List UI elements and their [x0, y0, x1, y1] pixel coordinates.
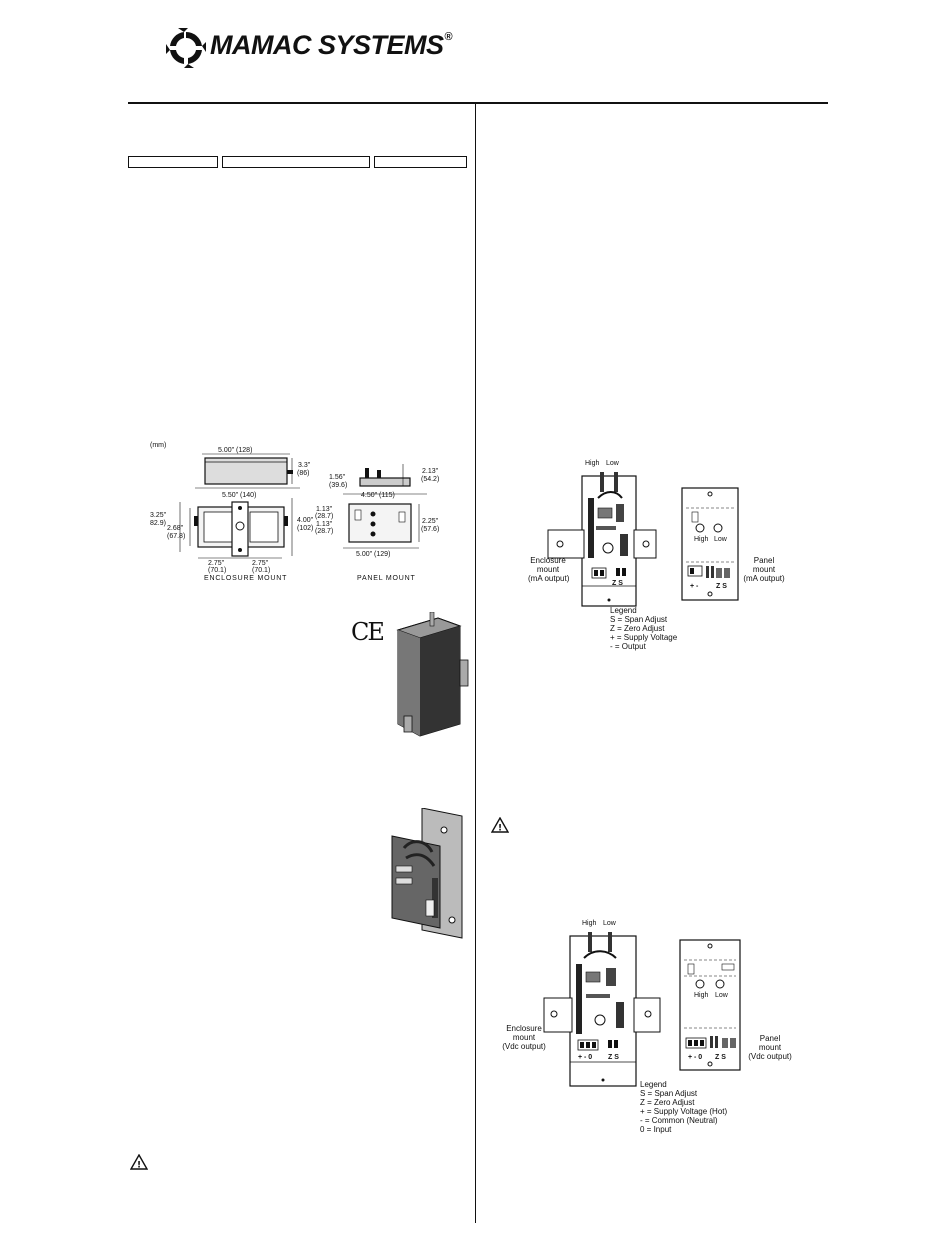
ma-panel-label-2: mount	[752, 565, 776, 574]
ma-legend-title: Legend	[610, 606, 637, 615]
panel-height-right: 2.25"	[422, 518, 439, 525]
tab-box-3	[374, 156, 467, 168]
enclosure-caption: ENCLOSURE MOUNT	[204, 575, 288, 582]
enclosure-top-width: 5.00" (128)	[218, 447, 253, 454]
ma-legend: Legend S = Span Adjust Z = Zero Adjust +…	[610, 606, 677, 651]
enclosure-half-right: 2.75"	[252, 560, 269, 567]
panel-caption: PANEL MOUNT	[357, 575, 416, 582]
warning-symbol: !	[137, 1161, 141, 1171]
vdc-wiring-diagram: High Low + - 0 Z S Enclosure mount (Vdc …	[502, 916, 802, 1146]
enclosure-half-right-mm: (70.1)	[252, 567, 271, 574]
panel-width-top: 4.50" (115)	[361, 492, 395, 499]
brand-name: MAMAC SYSTEMS	[210, 30, 444, 60]
ma-legend-item: - = Output	[610, 642, 646, 651]
vdc-legend: Legend S = Span Adjust Z = Zero Adjust +…	[640, 1080, 727, 1134]
vdc-enc-terminals-pm: + - 0	[578, 1054, 593, 1061]
enclosure-unit-photo	[396, 612, 469, 737]
panel-height-top-mm: (54.2)	[421, 476, 440, 483]
panel-span2: 1.13"	[316, 521, 333, 528]
logo: MAMAC SYSTEMS®	[166, 26, 453, 70]
tab-box-1	[128, 156, 218, 168]
panel-mount-drawing	[343, 464, 427, 549]
warning-triangle-icon: !	[491, 817, 509, 833]
vdc-panel-high-label: High	[694, 992, 709, 999]
ma-panel-high-label: High	[694, 536, 709, 543]
vdc-high-label: High	[582, 920, 597, 927]
enclosure-right-height-mm: (102)	[297, 525, 314, 532]
ma-enclosure-label-1: Enclosure	[530, 556, 566, 565]
ma-legend-item: Z = Zero Adjust	[610, 624, 665, 633]
warning-triangle-icon: !	[130, 1154, 148, 1170]
vdc-panel-terminals-pm: + - 0	[688, 1054, 703, 1061]
vdc-panel-terminals-zs: Z S	[715, 1054, 726, 1061]
vdc-low-label: Low	[603, 920, 616, 927]
enclosure-half-left: 2.75"	[208, 560, 225, 567]
ma-enclosure-label: Enclosure mount (mA output)	[528, 556, 570, 583]
ma-enclosure-label-3: (mA output)	[528, 574, 570, 583]
ma-legend-item: S = Span Adjust	[610, 615, 668, 624]
column-divider	[475, 104, 476, 1223]
ma-enclosure-label-2: mount	[536, 565, 560, 574]
panel-height-right-mm: (57.6)	[421, 526, 440, 533]
vdc-enclosure-label-2: mount	[512, 1033, 536, 1042]
vdc-enclosure-label: Enclosure mount (Vdc output)	[502, 1024, 546, 1051]
panel-span2-mm: (28.7)	[315, 528, 334, 535]
tab-box-2	[222, 156, 370, 168]
vdc-legend-item: Z = Zero Adjust	[640, 1098, 695, 1107]
vdc-legend-item: 0 = Input	[640, 1125, 672, 1134]
enclosure-top-height-mm: (86)	[297, 470, 310, 477]
enclosure-right-height: 4.00"	[297, 517, 314, 524]
header-rule	[128, 102, 828, 104]
dimension-drawing: (mm) 5.00" (128) 3.3" (86) 5.50" (140) 3…	[140, 440, 460, 585]
panel-width-bottom: 5.00" (129)	[356, 551, 391, 558]
ce-mark: CE	[351, 618, 385, 646]
ma-panel-label: Panel mount (mA output)	[742, 556, 786, 583]
ma-high-label: High	[585, 460, 600, 467]
registered-mark: ®	[444, 31, 453, 43]
vdc-panel-board	[679, 939, 741, 1071]
vdc-panel-label: Panel mount (Vdc output)	[744, 1034, 796, 1061]
enclosure-left-height: 3.25"	[150, 512, 167, 519]
vdc-legend-item: + = Supply Voltage (Hot)	[640, 1107, 728, 1116]
ma-panel-terminals-pm: + -	[690, 583, 699, 590]
panel-span1: 1.13"	[316, 506, 333, 513]
enclosure-mount-drawing	[179, 453, 300, 559]
vdc-panel-label-1: Panel	[759, 1034, 781, 1043]
enclosure-left-height-mm: 82.9)	[150, 520, 166, 527]
vdc-panel-label-2: mount	[758, 1043, 782, 1052]
ma-panel-label-3: (mA output)	[743, 574, 785, 583]
enclosure-top-height: 3.3"	[298, 462, 311, 469]
ma-legend-item: + = Supply Voltage	[610, 633, 678, 642]
vdc-panel-label-3: (Vdc output)	[748, 1052, 792, 1061]
ma-wiring-diagram: High Low Z S Enclosure mount (mA output)…	[528, 456, 798, 656]
ma-enc-terminals: Z S	[612, 580, 623, 587]
vdc-panel-low-label: Low	[715, 992, 728, 999]
ma-panel-low-label: Low	[714, 536, 727, 543]
panel-unit-photo	[391, 808, 463, 939]
ma-panel-terminals-zs: Z S	[716, 583, 727, 590]
enclosure-inner-height: 2.68"	[167, 525, 184, 532]
panel-height-top: 2.13"	[422, 468, 439, 475]
panel-offset: 1.56"	[329, 474, 346, 481]
vdc-enclosure-board	[543, 932, 661, 1087]
ma-enclosure-board	[547, 472, 657, 607]
ma-low-label: Low	[606, 460, 619, 467]
vdc-legend-title: Legend	[640, 1080, 667, 1089]
warning-symbol: !	[498, 824, 502, 834]
ma-panel-board	[681, 487, 739, 601]
vdc-enclosure-label-3: (Vdc output)	[502, 1042, 546, 1051]
enclosure-base-width: 5.50" (140)	[222, 492, 257, 499]
vdc-legend-item: S = Span Adjust	[640, 1089, 698, 1098]
enclosure-half-left-mm: (70.1)	[208, 567, 227, 574]
units-note: (mm)	[150, 442, 167, 449]
panel-offset-mm: (39.6)	[329, 482, 348, 489]
vdc-enclosure-label-1: Enclosure	[506, 1024, 542, 1033]
circular-arrows-logo-icon	[166, 28, 206, 68]
vdc-legend-item: - = Common (Neutral)	[640, 1116, 718, 1125]
ma-panel-label-1: Panel	[753, 556, 775, 565]
enclosure-inner-height-mm: (67.8)	[167, 533, 186, 540]
panel-span1-mm: (28.7)	[315, 513, 334, 520]
vdc-enc-terminals-zs: Z S	[608, 1054, 619, 1061]
